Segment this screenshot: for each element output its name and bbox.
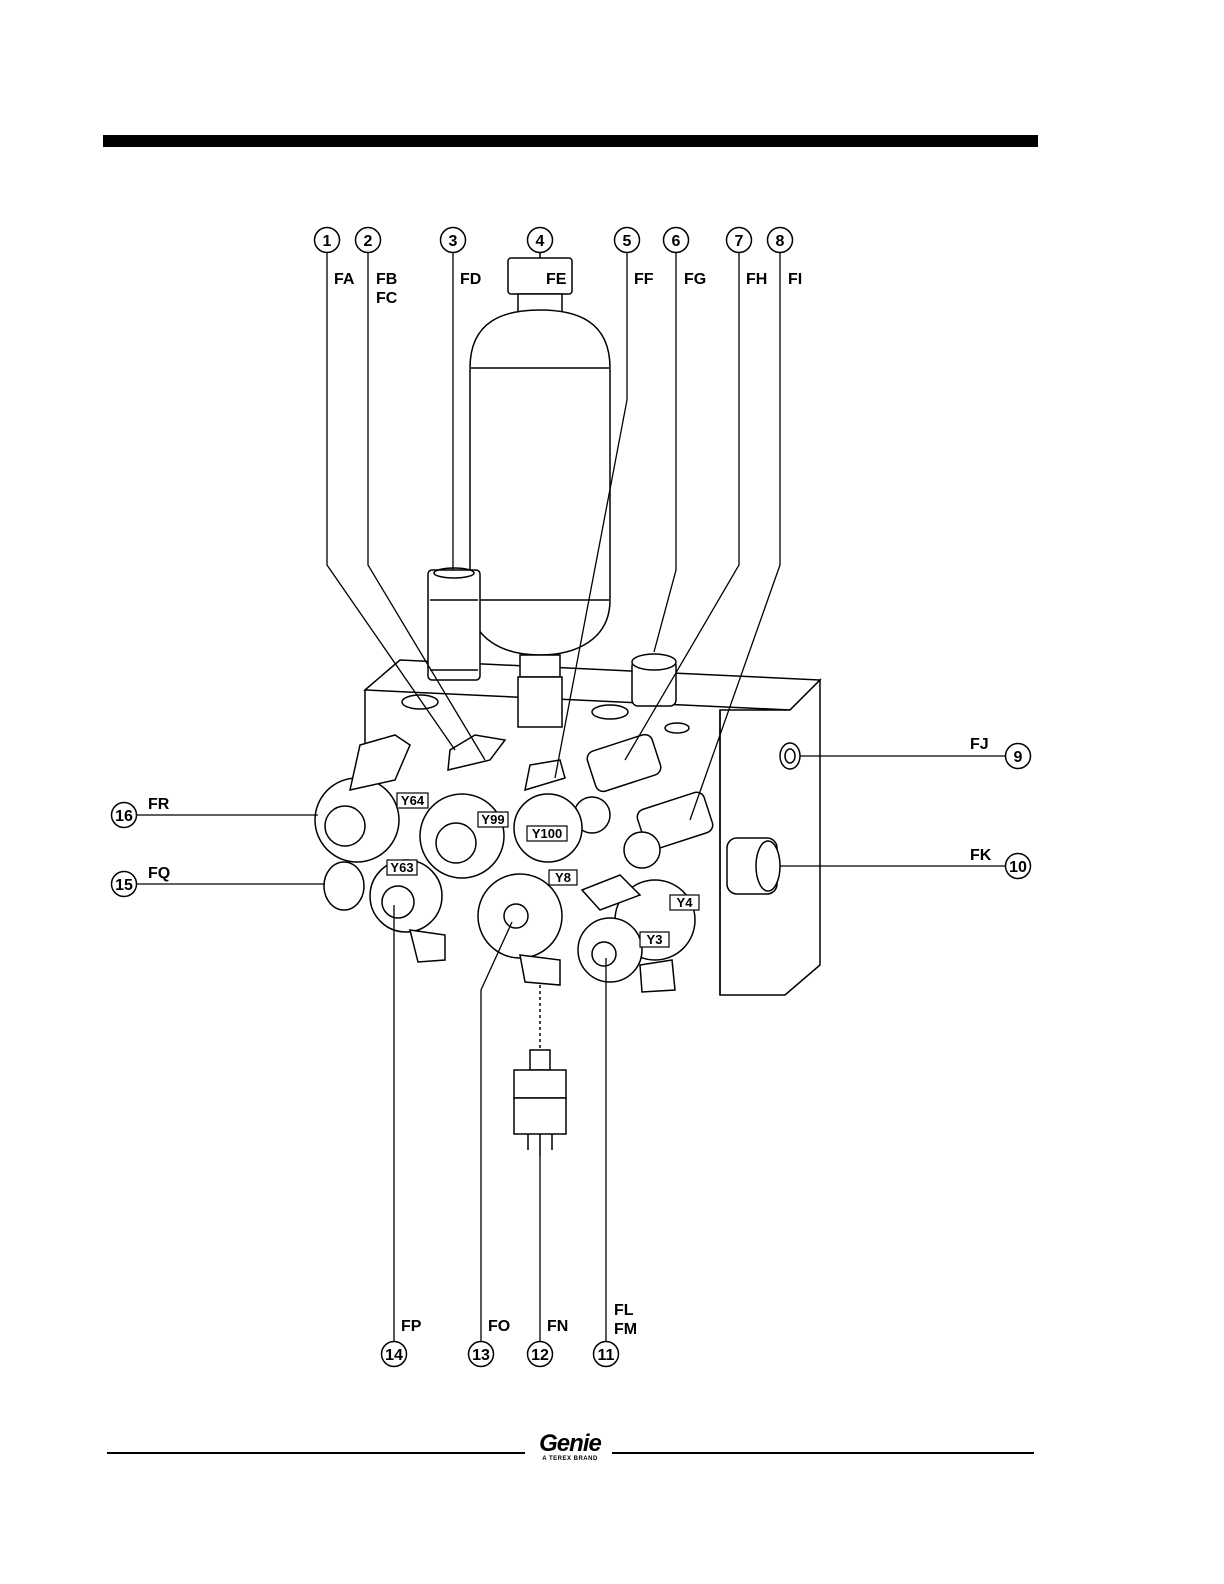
valve-tag-y63: Y63 xyxy=(390,860,413,875)
accumulator-port-fitting xyxy=(518,677,562,727)
leader-6 xyxy=(654,252,676,652)
callout-number-3: 3 xyxy=(449,233,458,250)
coil-y3-nut xyxy=(592,942,616,966)
coil-y8-nut xyxy=(504,904,528,928)
coil-y8-connector xyxy=(520,955,560,985)
valve-tag-y99: Y99 xyxy=(481,812,504,827)
callout-number-11: 11 xyxy=(598,1347,615,1364)
top-port xyxy=(665,723,689,733)
callout-number-10: 10 xyxy=(1009,859,1027,876)
callout-number-4: 4 xyxy=(536,233,545,250)
callout-number-7: 7 xyxy=(735,233,744,250)
plug-fq xyxy=(324,862,364,910)
coil-y63-nut xyxy=(382,886,414,918)
callout-number-1: 1 xyxy=(323,233,332,250)
callout-code-fp: FP xyxy=(401,1318,422,1335)
logo-wordmark: Genie xyxy=(532,1432,608,1456)
callout-number-15: 15 xyxy=(115,877,133,894)
callout-code-fk: FK xyxy=(970,847,992,864)
callout-code-fe: FE xyxy=(546,271,567,288)
coil-y100-connector xyxy=(525,760,565,790)
coil-y64-nut xyxy=(325,806,365,846)
cartridge-fh xyxy=(585,733,663,794)
callout-code-fm: FM xyxy=(614,1321,637,1338)
callout-code-fa: FA xyxy=(334,271,355,288)
callout-code-fc: FC xyxy=(376,290,398,307)
callout-code-fo: FO xyxy=(488,1318,510,1335)
callout-number-12: 12 xyxy=(531,1347,549,1364)
side-fitting-fk-cap xyxy=(756,841,780,891)
callout-code-fi: FI xyxy=(788,271,802,288)
valve-tag-y3: Y3 xyxy=(647,932,663,947)
footer-rule-right xyxy=(612,1452,1034,1454)
callout-code-fg: FG xyxy=(684,271,706,288)
footer-rule-left xyxy=(107,1452,525,1454)
callout-code-fj: FJ xyxy=(970,736,989,753)
valve-tag-y8: Y8 xyxy=(555,870,571,885)
coil-y63-connector xyxy=(410,930,445,962)
manifold-drawing xyxy=(315,250,820,1156)
accumulator-body xyxy=(470,310,610,655)
cartridge-fi-hex xyxy=(624,832,660,868)
genie-logo: Genie A TEREX BRAND xyxy=(532,1432,608,1462)
callout-number-14: 14 xyxy=(385,1347,403,1364)
callout-number-8: 8 xyxy=(776,233,785,250)
switch-terminals xyxy=(528,1134,552,1156)
callout-code-fl: FL xyxy=(614,1302,634,1319)
callout-code-fh: FH xyxy=(746,271,767,288)
top-port xyxy=(402,695,438,709)
switch-port xyxy=(530,1050,550,1070)
callout-number-5: 5 xyxy=(623,233,632,250)
plug-fg-top xyxy=(632,654,676,670)
coil-y64-connector xyxy=(350,735,410,790)
switch-body xyxy=(514,1098,566,1134)
logo-tagline: A TEREX BRAND xyxy=(532,1456,608,1462)
accumulator-hex xyxy=(520,655,560,677)
switch-hex xyxy=(514,1070,566,1098)
valve-tag-y4: Y4 xyxy=(677,895,694,910)
top-port xyxy=(592,705,628,719)
callout-number-2: 2 xyxy=(364,233,373,250)
callout-code-fn: FN xyxy=(547,1318,568,1335)
callout-number-9: 9 xyxy=(1014,749,1023,766)
callout-number-16: 16 xyxy=(115,808,133,825)
callout-code-fr: FR xyxy=(148,796,170,813)
callout-code-ff: FF xyxy=(634,271,654,288)
callout-code-fd: FD xyxy=(460,271,481,288)
callout-number-13: 13 xyxy=(472,1347,490,1364)
valve-tag-y100: Y100 xyxy=(532,826,562,841)
callout-code-fq: FQ xyxy=(148,865,170,882)
coil-y3-connector xyxy=(640,960,675,992)
coil-y99-nut xyxy=(436,823,476,863)
cartridge-fd xyxy=(428,570,480,680)
valve-tag-y64: Y64 xyxy=(401,793,425,808)
callout-code-fb: FB xyxy=(376,271,397,288)
leader-13 xyxy=(481,922,512,1342)
coil-y99-connector xyxy=(448,735,505,770)
callout-number-6: 6 xyxy=(672,233,681,250)
